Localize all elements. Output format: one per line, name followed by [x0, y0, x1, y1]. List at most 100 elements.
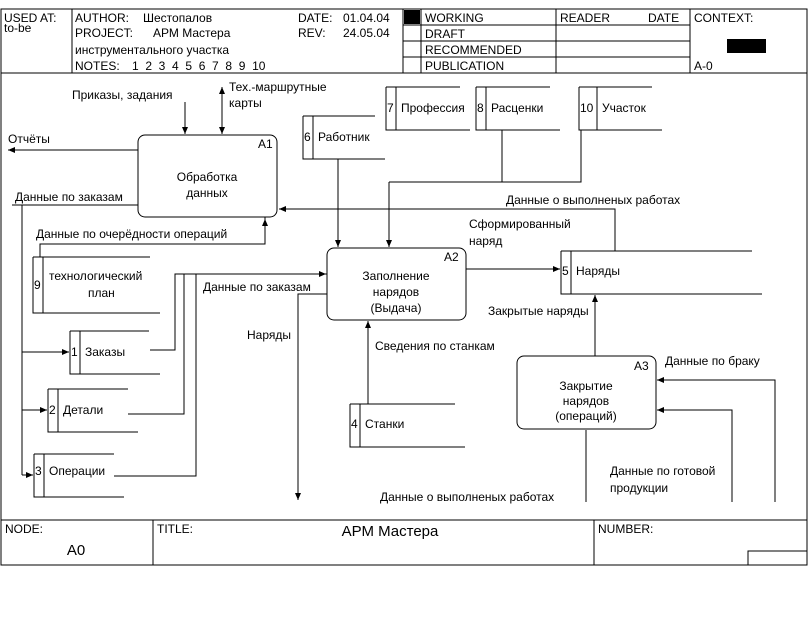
store-5-label: Наряды	[576, 264, 620, 278]
project-value: АРМ Мастера	[153, 26, 231, 40]
arrow-finished-label-2: продукции	[610, 481, 668, 495]
activity-a1[interactable]: A1 Обработка данных	[137, 134, 278, 218]
store-2-details[interactable]: 2 Детали	[47, 388, 138, 433]
store-7-label: Профессия	[401, 101, 465, 115]
store-4-machines[interactable]: 4 Станки	[349, 403, 465, 448]
arrow-orders-out-label: Наряды	[247, 328, 291, 342]
arrow-machine-info: Сведения по станкам	[365, 321, 495, 404]
idef0-diagram-frame: USED AT: to-be AUTHOR: Шестопалов PROJEC…	[0, 8, 808, 566]
arrow-orders-out: Наряды	[247, 293, 327, 500]
activity-a1-label-1: Обработка	[177, 170, 238, 184]
store-4-label: Станки	[365, 417, 404, 431]
arrow-closed-orders: Закрытые наряды	[488, 295, 598, 356]
store-6-label: Работник	[318, 130, 370, 144]
store-10-label: Участок	[602, 101, 647, 115]
store-3-num: 3	[35, 464, 42, 478]
notes-label: NOTES:	[75, 59, 120, 73]
used-at-label: USED AT:	[4, 11, 56, 25]
header: USED AT: to-be AUTHOR: Шестопалов PROJEC…	[0, 8, 808, 74]
arrow-finished-label-1: Данные по готовой	[610, 464, 715, 478]
working-status-marker	[404, 10, 420, 24]
arrow-formed-order-label-1: Сформированный	[469, 217, 571, 231]
arrow-work-done-in: Данные о выполненых работах	[380, 430, 587, 504]
activity-a3-label-1: Закрытие	[559, 379, 613, 393]
arrow-work-done-feedback: Данные о выполненых работах	[279, 193, 680, 251]
store-1-orders[interactable]: 1 Заказы	[69, 330, 160, 375]
store-9-label-1: технологический	[49, 269, 142, 283]
activity-a2-label-3: (Выдача)	[371, 301, 422, 315]
arrow-closed-orders-label: Закрытые наряды	[488, 304, 589, 318]
store-4-num: 4	[351, 417, 358, 431]
context-label: CONTEXT:	[694, 11, 753, 25]
arrow-orders-label: Приказы, задания	[72, 88, 173, 102]
reader-date-label: DATE	[648, 11, 679, 25]
store-8-num: 8	[477, 101, 484, 115]
arrow-defect-data-label: Данные по браку	[665, 354, 760, 368]
activity-a2[interactable]: A2 Заполнение нарядов (Выдача)	[326, 247, 467, 321]
arrow-tech-maps-label-1: Тех.-маршрутные	[229, 80, 327, 94]
date-label: DATE:	[298, 11, 332, 25]
arrow-formed-order-label-2: наряд	[469, 234, 502, 248]
status-recommended: RECOMMENDED	[425, 43, 522, 57]
activity-a3-id: A3	[634, 359, 649, 373]
status-publication: PUBLICATION	[425, 59, 504, 73]
arrow-order-data-a1: Данные по заказам	[12, 190, 138, 206]
idef0-diagram: USED AT: to-be AUTHOR: Шестопалов PROJEC…	[0, 8, 808, 566]
activity-a3-label-3: (операций)	[555, 409, 616, 423]
arrow-work-done-label-1: Данные о выполненых работах	[506, 193, 680, 207]
store-5-work-orders[interactable]: 5 Наряды	[560, 250, 762, 295]
store-7-profession[interactable]: 7 Профессия	[385, 86, 470, 131]
activity-a3-label-2: нарядов	[563, 394, 609, 408]
arrow-order-data-label-1: Данные по заказам	[15, 190, 123, 204]
store-6-num: 6	[304, 130, 311, 144]
arrow-stores-to-a1-left-bus	[21, 205, 69, 478]
store-1-label: Заказы	[85, 345, 125, 359]
diagram-title: АРМ Мастера	[342, 523, 439, 540]
activity-a1-label-2: данных	[186, 186, 228, 200]
rev-label: REV:	[298, 26, 326, 40]
store-2-label: Детали	[63, 403, 103, 417]
arrow-order-data-label-2: Данные по заказам	[203, 280, 311, 294]
status-draft: DRAFT	[425, 27, 466, 41]
author-value: Шестопалов	[143, 11, 212, 25]
store-7-num: 7	[387, 101, 394, 115]
activity-a2-label-2: нарядов	[373, 285, 419, 299]
activity-a2-label-1: Заполнение	[362, 269, 429, 283]
diagram-body: A1 Обработка данных A2 Заполнение нарядо…	[0, 72, 808, 521]
store-8-rates[interactable]: 8 Расценки	[475, 86, 560, 131]
activity-a2-id: A2	[444, 250, 459, 264]
store-3-label: Операции	[49, 464, 105, 478]
project-value-line2: инструментального участка	[75, 43, 229, 57]
arrow-op-order-data-label: Данные по очерёдности операций	[36, 227, 227, 241]
store-3-operations[interactable]: 3 Операции	[33, 453, 124, 498]
used-at-sub: to-be	[4, 21, 32, 35]
store-1-num: 1	[71, 345, 78, 359]
store-10-section[interactable]: 10 Участок	[578, 86, 662, 131]
notes-value: 1 2 3 4 5 6 7 8 9 10	[132, 59, 266, 73]
arrow-reports-label: Отчёты	[8, 132, 50, 146]
activity-a1-id: A1	[258, 137, 273, 151]
activity-a3[interactable]: A3 Закрытие нарядов (операций)	[516, 355, 657, 430]
project-label: PROJECT:	[75, 26, 133, 40]
store-9-tech-plan[interactable]: 9 технологический план	[32, 256, 160, 314]
rev-value: 24.05.04	[343, 26, 390, 40]
node-label: NODE:	[5, 522, 43, 536]
reader-label: READER	[560, 11, 610, 25]
arrow-finished-data: Данные по готовой продукции	[610, 407, 733, 502]
node-value: A0	[67, 542, 85, 559]
arrow-defect-data: Данные по браку	[657, 354, 776, 502]
number-label: NUMBER:	[598, 522, 653, 536]
arrow-work-done-label-2: Данные о выполненых работах	[380, 490, 554, 504]
author-label: AUTHOR:	[75, 11, 129, 25]
context-marker	[727, 39, 766, 53]
store-10-num: 10	[580, 101, 594, 115]
arrow-op-order-data: Данные по очерёдности операций	[36, 217, 268, 257]
arrow-formed-order: Сформированный наряд	[466, 217, 571, 272]
date-value: 01.04.04	[343, 11, 390, 25]
store-8-label: Расценки	[491, 101, 543, 115]
arrow-orders-control: Приказы, задания	[72, 88, 188, 134]
store-6-worker[interactable]: 6 Работник	[302, 115, 385, 160]
store-9-num: 9	[34, 278, 41, 292]
arrow-tech-maps-label-2: карты	[229, 96, 262, 110]
arrow-refs-to-a2	[386, 130, 582, 247]
